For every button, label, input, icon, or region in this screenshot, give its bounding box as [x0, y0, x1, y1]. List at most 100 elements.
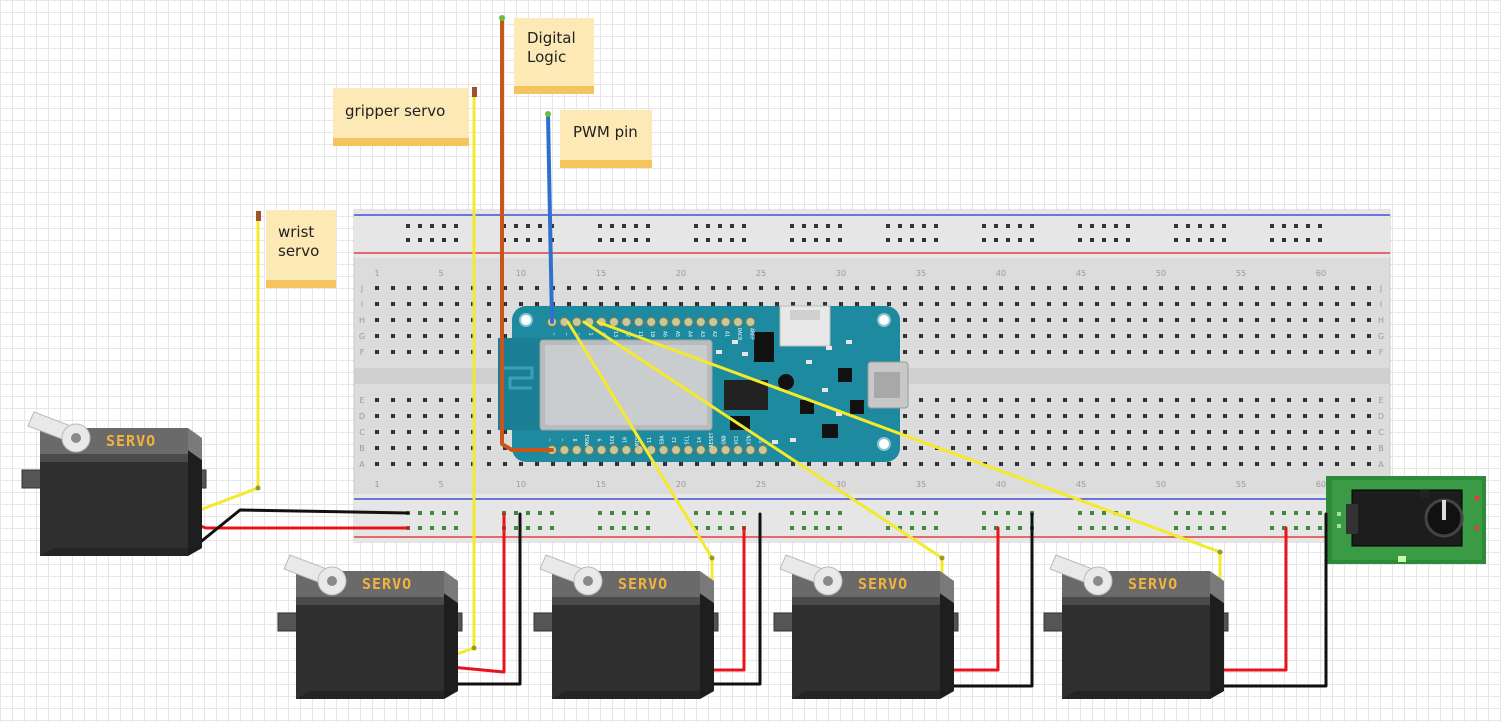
top-power-rail [354, 210, 1390, 258]
header-pin [733, 317, 743, 327]
column-number: 30 [836, 269, 846, 278]
column-number: 20 [676, 269, 686, 278]
column-number: 60 [1316, 269, 1326, 278]
column-number: 40 [996, 269, 1006, 278]
row-letter: A [1378, 460, 1384, 469]
note-wrist-line2: servo [278, 242, 319, 260]
servo-2: SERVO [533, 554, 719, 699]
row-letter: J [1379, 284, 1382, 293]
pin-label: A2 [711, 331, 717, 337]
chip [754, 332, 774, 362]
column-number: 55 [1236, 480, 1246, 489]
pin-label: ~ [550, 332, 556, 335]
column-number: 50 [1156, 480, 1166, 489]
pin-label: ~ [562, 332, 568, 335]
wire-pwm [546, 112, 554, 324]
pin-label: VCC [734, 435, 740, 444]
row-letter: H [359, 316, 365, 325]
column-number: 10 [516, 269, 526, 278]
row-letter: F [1379, 348, 1384, 357]
header-pin [708, 445, 719, 455]
header-pin [708, 317, 719, 327]
note-gripper-text: gripper servo [345, 102, 445, 120]
column-number: 45 [1076, 269, 1086, 278]
pin-label: DAC0 [736, 328, 742, 340]
row-letter: G [359, 332, 365, 341]
header-pin [658, 445, 669, 455]
pin-label: VIN [746, 435, 752, 444]
pin-label: AREF [748, 328, 754, 340]
column-number: 55 [1236, 269, 1246, 278]
pin-label: 1 [587, 332, 593, 335]
note-wrist-line1: wrist [278, 223, 314, 241]
header-pin [671, 445, 681, 455]
row-letter: D [359, 412, 365, 421]
row-letter: B [1378, 444, 1384, 453]
battery-connector [779, 305, 831, 347]
pin-label: A5 [674, 331, 680, 337]
servo-label: SERVO [362, 575, 412, 593]
header-pin [695, 445, 706, 455]
wire-gripper-power [438, 512, 506, 674]
column-number: 45 [1076, 480, 1086, 489]
pin-label: ~ [575, 332, 581, 335]
pin-label: SCK [610, 435, 616, 444]
column-number: 20 [676, 480, 686, 489]
pin-label: MISO [635, 434, 641, 446]
dc-power-jack [1326, 476, 1486, 564]
header-pin [633, 317, 644, 327]
header-pin [733, 445, 743, 455]
servo-4: SERVO [1043, 554, 1229, 699]
wire-digital-logic [500, 16, 554, 452]
header-pin [683, 317, 694, 327]
wire-servo3-power [934, 526, 1000, 672]
row-letter: I [1380, 300, 1382, 309]
column-number: 60 [1316, 480, 1326, 489]
row-letter: D [1378, 412, 1384, 421]
note-digital-logic-line2: Logic [527, 48, 566, 66]
header-pin [745, 445, 756, 455]
note-digital-logic: Digital Logic [514, 18, 594, 94]
pin-label: 14 [697, 437, 703, 443]
row-letter: A [359, 460, 365, 469]
pin-label: A3 [699, 331, 705, 337]
pin-label: ~ [560, 438, 566, 441]
reset-button [778, 374, 794, 390]
header-pin [720, 317, 731, 327]
pin-label: SCL [684, 435, 690, 444]
pin-label: 12 [672, 437, 678, 443]
pin-label: ~ [548, 438, 554, 441]
servo-gripper: SERVO [277, 554, 463, 699]
header-pin [646, 317, 657, 327]
pin-label: A1 [724, 331, 730, 337]
row-letter: I [361, 300, 363, 309]
column-number: 30 [836, 480, 846, 489]
note-pwm-pin: PWM pin [560, 110, 652, 168]
note-digital-logic-line1: Digital [527, 29, 576, 47]
header-pin [757, 445, 768, 455]
row-letter: F [360, 348, 365, 357]
bottom-power-rail [354, 494, 1390, 542]
column-number: 1 [374, 269, 379, 278]
header-pin [609, 445, 619, 455]
column-number: 15 [596, 269, 606, 278]
column-number: 5 [438, 269, 443, 278]
header-pin [621, 445, 632, 455]
pin-label: A4 [686, 331, 692, 337]
row-letter: G [1378, 332, 1384, 341]
servo-label: SERVO [1128, 575, 1178, 593]
pin-label: A6 [662, 331, 668, 337]
pin-label: 8 [573, 438, 579, 441]
pin-label: 10 [622, 437, 628, 443]
row-letter: B [359, 444, 365, 453]
pin-label: SDA [660, 435, 666, 444]
column-number: 25 [756, 269, 766, 278]
header-pin [633, 445, 644, 455]
pin-label: 13 [612, 331, 618, 337]
pin-label: 11 [647, 437, 653, 443]
column-number: 50 [1156, 269, 1166, 278]
